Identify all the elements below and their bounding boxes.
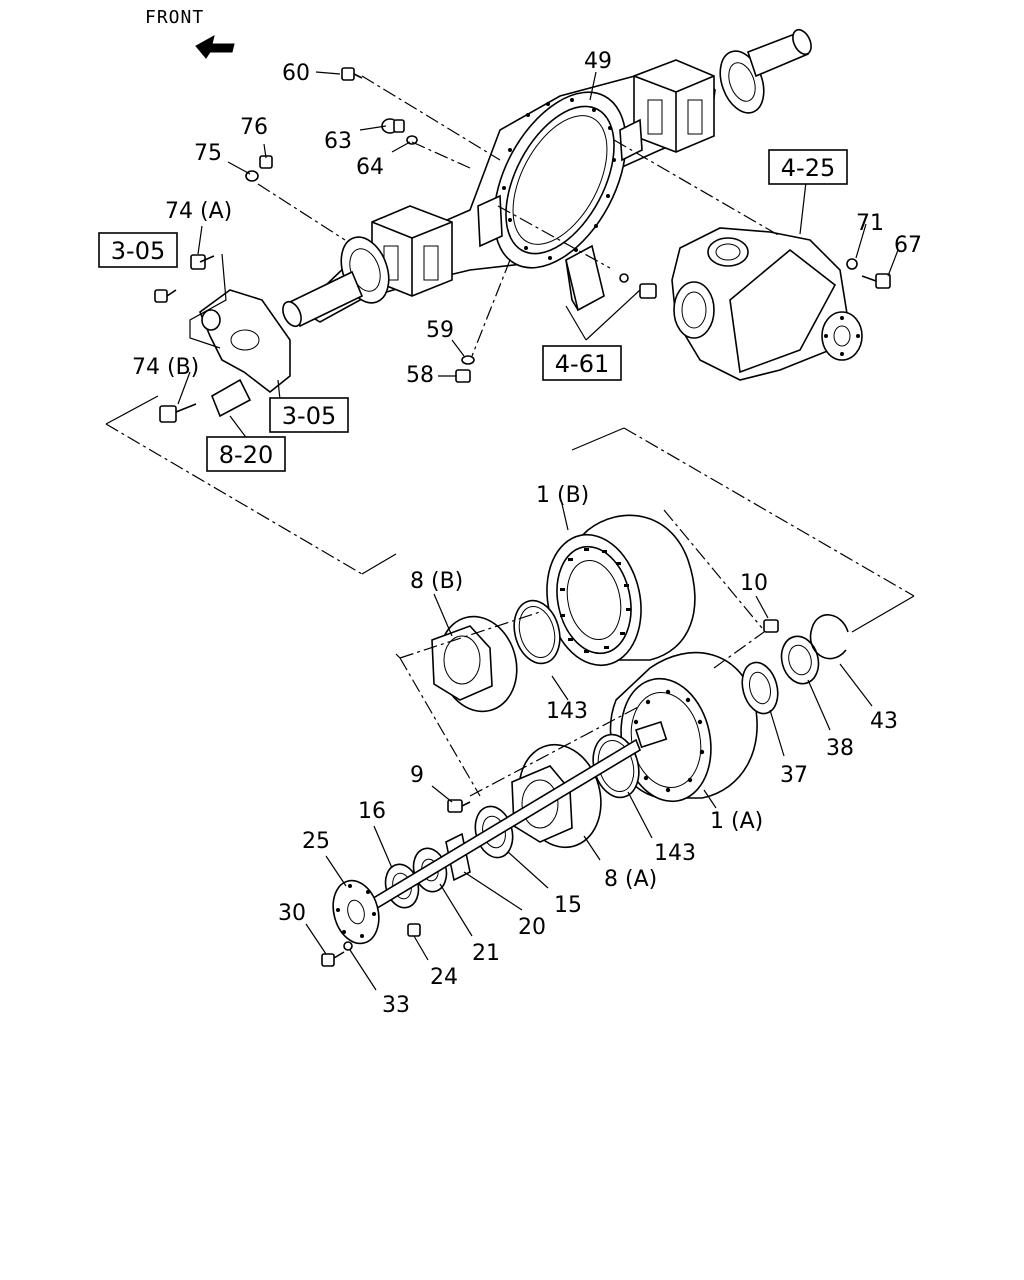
label-25: 25 xyxy=(302,829,330,854)
bolt-10 xyxy=(763,619,779,633)
nut-58 xyxy=(455,369,471,383)
brake-drum-1b xyxy=(546,514,696,667)
label-43: 43 xyxy=(870,709,898,734)
label-60: 60 xyxy=(282,61,310,86)
bracket-4-61 xyxy=(565,244,657,312)
label-58: 58 xyxy=(406,363,434,388)
ref-box-8-20-label: 8-20 xyxy=(219,441,273,469)
bolt-24 xyxy=(407,923,421,937)
label-143-top: 143 xyxy=(546,699,588,724)
label-37: 37 xyxy=(780,763,808,788)
label-67: 67 xyxy=(894,233,922,258)
front-label: FRONT xyxy=(145,7,204,28)
leader-lines xyxy=(105,71,915,991)
label-64: 64 xyxy=(356,155,384,180)
bolt-67 xyxy=(861,273,891,289)
label-30: 30 xyxy=(278,901,306,926)
label-10: 10 xyxy=(740,571,768,596)
brake-drum-1a xyxy=(609,651,758,803)
washer-33 xyxy=(343,941,353,951)
front-arrow-icon xyxy=(195,35,235,59)
bolt-30 xyxy=(321,951,345,967)
ref-box-3-05-left-label: 3-05 xyxy=(111,237,165,265)
bracket-3-05 xyxy=(154,254,291,423)
bearing-37 xyxy=(741,661,779,715)
ref-box-3-05-right-label: 3-05 xyxy=(282,402,336,430)
bolt-60 xyxy=(341,67,363,81)
label-9: 9 xyxy=(410,763,424,788)
label-49: 49 xyxy=(584,49,612,74)
label-63: 63 xyxy=(324,129,352,154)
ref-box-4-25[interactable]: 4-25 xyxy=(768,149,848,185)
ref-box-4-61[interactable]: 4-61 xyxy=(542,345,622,381)
label-8a: 8 (A) xyxy=(604,867,657,892)
snap-ring-43 xyxy=(809,614,849,660)
label-143-bottom: 143 xyxy=(654,841,696,866)
ref-box-3-05-right[interactable]: 3-05 xyxy=(269,397,349,433)
label-76: 76 xyxy=(240,115,268,140)
part-number-labels: 60 49 63 64 76 75 74 (A) 74 (B) 71 67 59… xyxy=(132,49,922,1018)
label-38: 38 xyxy=(826,736,854,761)
label-71: 71 xyxy=(856,211,884,236)
label-59: 59 xyxy=(426,318,454,343)
label-16: 16 xyxy=(358,799,386,824)
label-1a: 1 (A) xyxy=(710,809,763,834)
label-15: 15 xyxy=(554,893,582,918)
washer-71 xyxy=(846,258,858,270)
label-21: 21 xyxy=(472,941,500,966)
label-74b: 74 (B) xyxy=(132,355,199,380)
axle-housing xyxy=(282,28,812,328)
nut-38 xyxy=(780,635,820,685)
label-24: 24 xyxy=(430,965,458,990)
label-75: 75 xyxy=(194,141,222,166)
label-33: 33 xyxy=(382,993,410,1018)
label-1b: 1 (B) xyxy=(536,483,589,508)
differential-carrier xyxy=(671,227,863,381)
wheel-hub-8b xyxy=(431,615,518,713)
ref-box-4-25-label: 4-25 xyxy=(781,154,835,182)
label-8b: 8 (B) xyxy=(410,569,463,594)
axle-shaft-25 xyxy=(332,738,641,945)
ref-box-4-61-label: 4-61 xyxy=(555,350,609,378)
washer-59 xyxy=(461,355,475,365)
bolt-9 xyxy=(447,799,471,813)
fitting-63 xyxy=(381,118,405,134)
ref-box-3-05-left[interactable]: 3-05 xyxy=(98,232,178,268)
label-74a: 74 (A) xyxy=(165,199,232,224)
ref-box-8-20[interactable]: 8-20 xyxy=(206,436,286,472)
label-20: 20 xyxy=(518,915,546,940)
